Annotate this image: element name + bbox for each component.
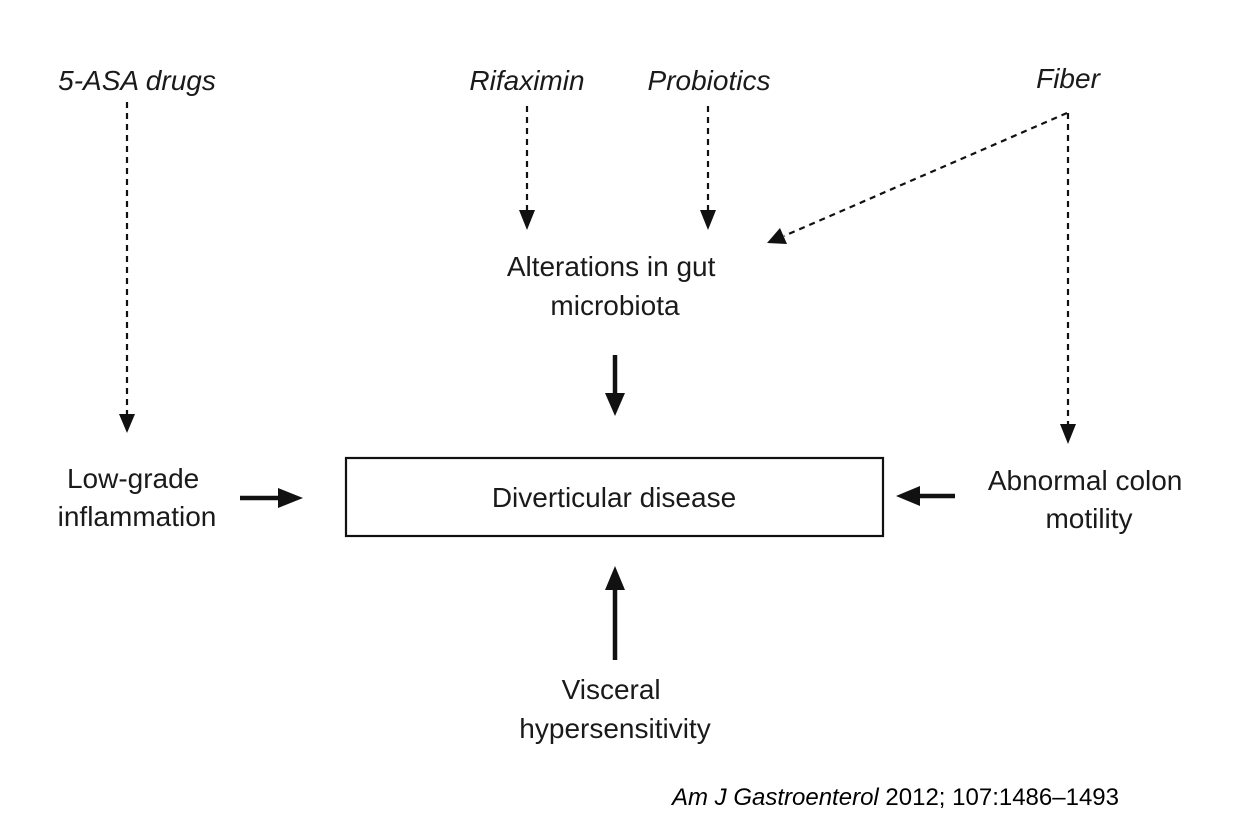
hypersensitivity-node: Visceral hypersensitivity	[519, 674, 710, 744]
microbiota-node: Alterations in gut microbiota	[507, 251, 723, 321]
motility-line-2: motility	[1045, 503, 1132, 534]
arrow-motility-to-disease	[896, 486, 955, 506]
rifaximin-label: Rifaximin	[469, 65, 584, 96]
microbiota-line-1: Alterations in gut	[507, 251, 716, 282]
arrow-microbiota-to-disease	[605, 355, 625, 416]
hypersensitivity-line-1: Visceral	[562, 674, 661, 705]
motility-line-1: Abnormal colon	[988, 465, 1183, 496]
citation: Am J Gastroenterol 2012; 107:1486–1493	[672, 784, 1119, 812]
diverticular-disease-label: Diverticular disease	[492, 482, 736, 513]
asa-drugs-label: 5-ASA drugs	[58, 65, 216, 96]
hypersensitivity-line-2: hypersensitivity	[519, 713, 710, 744]
probiotics-label: Probiotics	[648, 65, 771, 96]
dashed-arrow-rifaximin-to-microbiota	[519, 106, 535, 230]
microbiota-line-2: microbiota	[550, 290, 680, 321]
fiber-label: Fiber	[1036, 63, 1101, 94]
inflammation-node: Low-grade inflammation	[58, 463, 217, 532]
inflammation-line-1: Low-grade	[67, 463, 199, 494]
dashed-arrow-fiber-to-microbiota	[767, 111, 1068, 244]
dashed-arrow-probiotics-to-microbiota	[700, 106, 716, 230]
arrow-inflammation-to-disease	[240, 488, 303, 508]
dashed-arrow-asa-to-inflammation	[119, 102, 135, 433]
arrow-hypersensitivity-to-disease	[605, 566, 625, 660]
diverticular-disease-box	[344, 456, 885, 538]
motility-node: Abnormal colon motility	[988, 465, 1190, 534]
inflammation-line-2: inflammation	[58, 501, 217, 532]
dashed-arrow-fiber-to-motility	[1060, 113, 1076, 444]
citation-details: 2012; 107:1486–1493	[878, 784, 1119, 811]
citation-journal: Am J Gastroenterol	[672, 784, 879, 811]
